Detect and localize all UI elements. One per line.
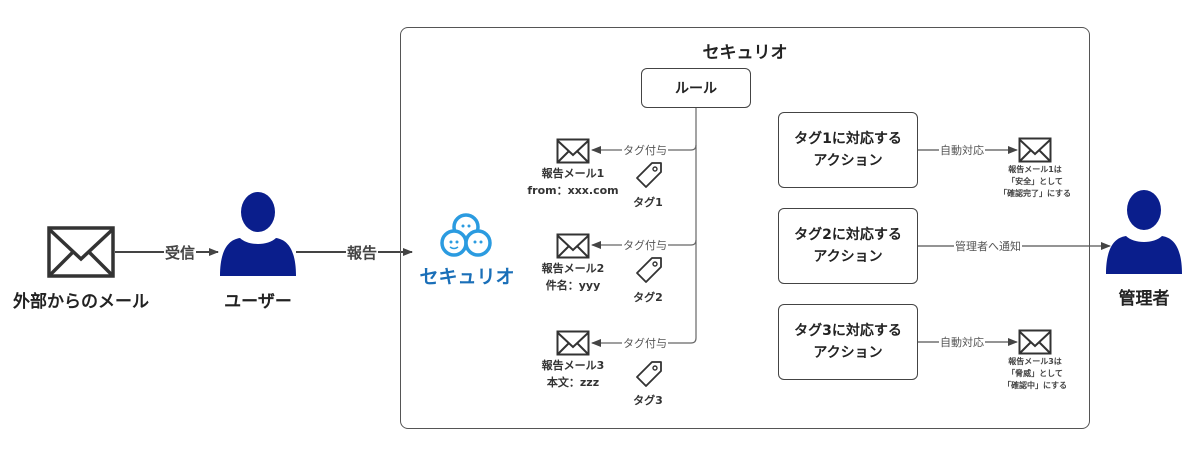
securio-container [400,27,1090,429]
report-mail-3-envelope-icon [556,330,590,356]
action-1-line2: アクション [813,153,883,169]
report-mail-2-detail: 件名：yyy [545,279,601,292]
securio-logo-icon [440,213,492,257]
report-mail-1-detail: from：xxx.com [527,184,619,197]
report-mail-2-envelope-icon [556,233,590,259]
action-box-tag-3[interactable]: タグ3に対応するアクション [778,304,918,380]
external-mail-label: 外部からのメール [13,292,149,312]
action-1-line1: タグ1に対応する [794,131,902,147]
rule-box[interactable]: ルール [641,68,751,108]
user-person-icon [220,192,296,276]
report-mail-3-detail: 本文：zzz [546,376,600,389]
tag-3-label: タグ3 [633,394,663,407]
tag-3-icon [636,361,662,387]
edge-label-auto-1: 自動対応 [939,142,985,158]
result-3-line2: 「脅威」として [1007,369,1063,378]
report-mail-1-title: 報告メール1 [541,167,605,180]
result-1-text: 報告メール1は 「安全」として 「確認完了」にする [999,164,1071,200]
rule-label: ルール [675,81,717,97]
result-3-line1: 報告メール3は [1008,357,1062,366]
external-mail-envelope-icon [47,226,115,278]
edge-rule-branch-2 [591,239,697,249]
admin-label: 管理者 [1118,289,1170,309]
edge-label-tag-assign-3: タグ付与 [622,335,668,351]
action-box-tag-1[interactable]: タグ1に対応するアクション [778,112,918,188]
edge-label-notify-admin: 管理者へ通知 [954,238,1022,254]
tag-2-icon [636,257,662,283]
result-3-envelope-icon [1018,329,1052,355]
tag-1-label: タグ1 [633,196,663,209]
edge-label-tag-assign-2: タグ付与 [622,237,668,253]
result-1-line1: 報告メール1は [1008,165,1062,174]
action-box-tag-2[interactable]: タグ2に対応するアクション [778,208,918,284]
action-2-line2: アクション [813,249,883,265]
edge-label-report: 報告 [345,242,379,263]
result-3-line3: 「確認中」にする [1002,381,1068,390]
edge-label-auto-3: 自動対応 [939,334,985,350]
action-3-line1: タグ3に対応する [794,323,902,339]
action-3-line2: アクション [813,345,883,361]
container-title: セキュリオ [702,43,788,63]
edge-label-tag-assign-1: タグ付与 [622,142,668,158]
report-mail-3-title: 報告メール3 [541,359,605,372]
securio-logo-text: セキュリオ [419,266,515,288]
tag-1-icon [636,162,662,188]
action-2-line1: タグ2に対応する [794,227,902,243]
edge-rule-bus [690,108,697,344]
report-mail-2-title: 報告メール2 [541,262,605,275]
report-mail-1-envelope-icon [556,138,590,164]
result-1-line3: 「確認完了」にする [998,189,1072,198]
edge-label-receive: 受信 [163,242,197,263]
edge-rule-branch-1 [591,144,697,154]
result-1-envelope-icon [1018,137,1052,163]
result-1-line2: 「安全」として [1007,177,1063,186]
result-3-text: 報告メール3は 「脅威」として 「確認中」にする [1003,356,1067,392]
admin-person-icon [1106,190,1182,274]
tag-2-label: タグ2 [633,291,663,304]
user-label: ユーザー [224,292,292,312]
